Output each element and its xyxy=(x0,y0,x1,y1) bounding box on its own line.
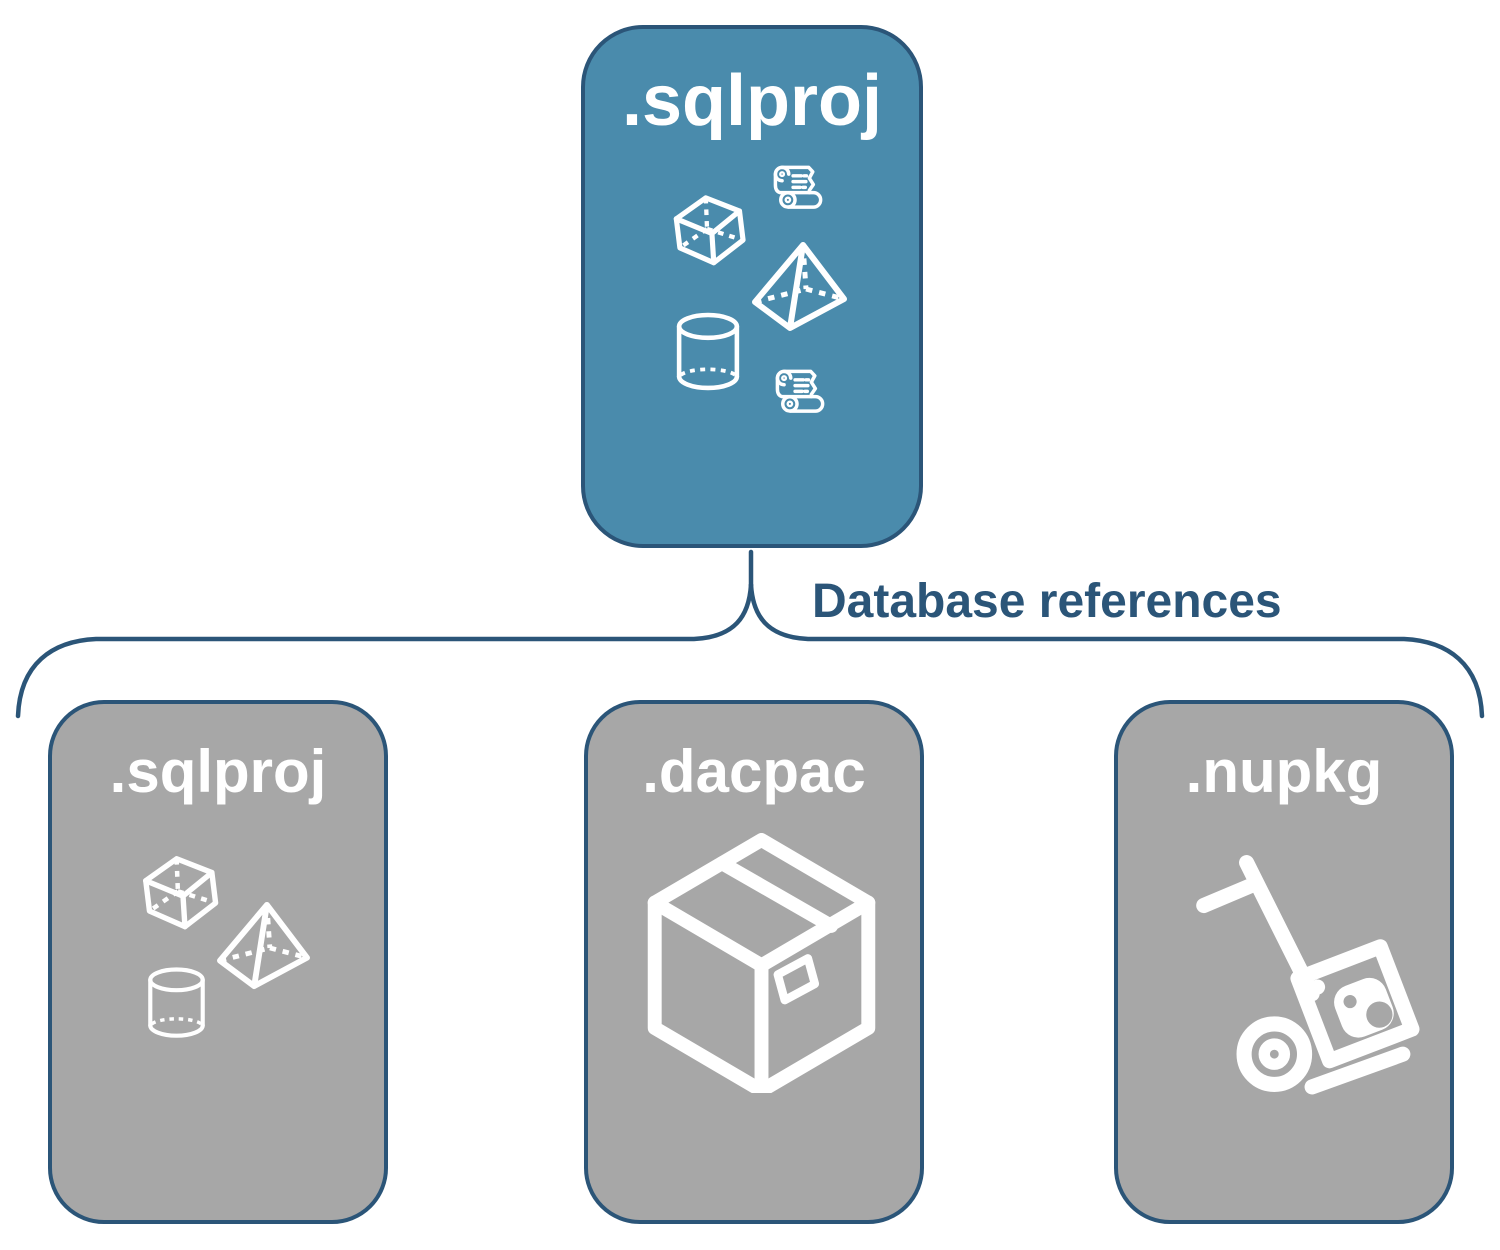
child-card-nupkg: .nupkg xyxy=(1114,700,1454,1224)
root-card-title: .sqlproj xyxy=(621,61,882,141)
brace-left-half xyxy=(15,582,754,719)
scroll-icon xyxy=(768,363,828,421)
cylinder-icon xyxy=(142,964,211,1044)
cylinder-icon xyxy=(670,310,746,396)
child-card-title: .sqlproj xyxy=(109,738,327,805)
connector-label: Database references xyxy=(812,575,1282,628)
child-card-title: .dacpac xyxy=(642,738,866,805)
root-card-sqlproj: .sqlproj xyxy=(581,25,923,548)
scroll-icon xyxy=(766,159,826,217)
brace-right-half xyxy=(748,582,1485,719)
child-card-title: .nupkg xyxy=(1185,738,1383,805)
child-card-sqlproj: .sqlproj xyxy=(48,700,388,1224)
cube-icon xyxy=(136,853,226,936)
package-box-icon xyxy=(641,833,882,1093)
pyramid-icon xyxy=(749,239,849,333)
hand-truck-icon xyxy=(1170,845,1424,1097)
child-card-dacpac: .dacpac xyxy=(584,700,924,1224)
pyramid-icon xyxy=(212,900,314,990)
cube-icon xyxy=(667,192,753,272)
